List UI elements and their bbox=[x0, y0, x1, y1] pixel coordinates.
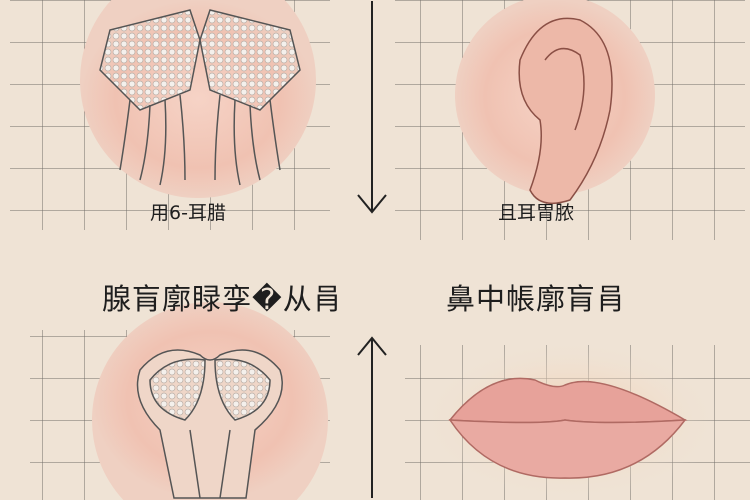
arrow-down-icon bbox=[357, 1, 387, 214]
ear-illustration bbox=[518, 17, 613, 205]
caption-top-right: 且耳胃脓 bbox=[498, 202, 575, 224]
organ-illustration bbox=[136, 349, 283, 499]
lungs-illustration bbox=[99, 9, 301, 186]
lips-illustration bbox=[448, 377, 688, 479]
title-bottom-right: 鼻中帳廓肓肙 bbox=[446, 282, 627, 316]
arrow-up-icon bbox=[357, 336, 387, 498]
title-bottom-left: 腺肓廓睩孪�从肙 bbox=[102, 282, 343, 316]
caption-top-left: 用6-耳腊 bbox=[150, 202, 226, 224]
